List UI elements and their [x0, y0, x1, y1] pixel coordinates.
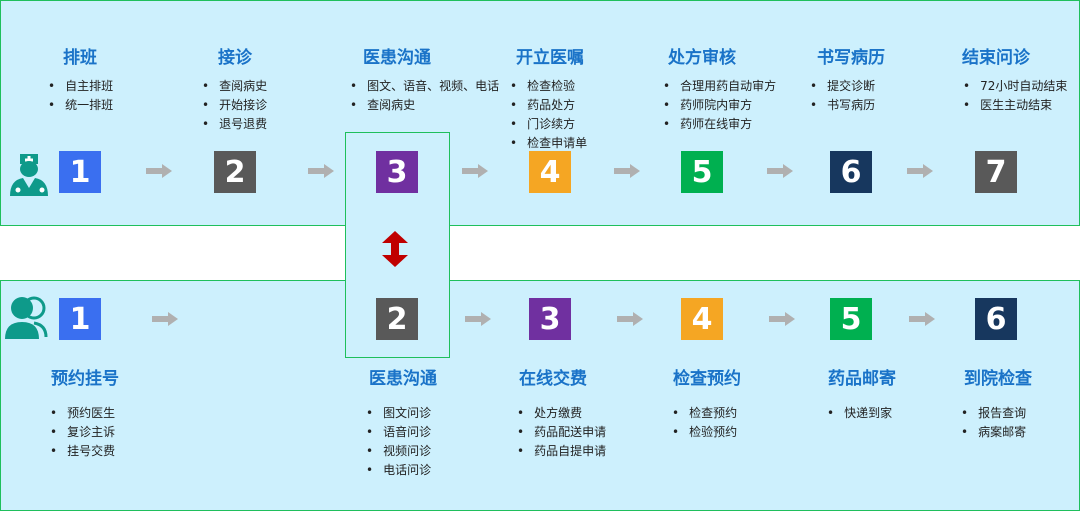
- flow-arrow-icon: [617, 312, 643, 326]
- patient-step-title: 医患沟通: [369, 369, 437, 389]
- flow-arrow-icon: [769, 312, 795, 326]
- list-item: 统一排班: [50, 96, 113, 115]
- doctor-step-title: 处方审核: [668, 48, 736, 68]
- list-item: 图文问诊: [368, 404, 431, 423]
- list-item: 图文、语音、视频、电话: [352, 77, 499, 96]
- flow-arrow-icon: [614, 164, 640, 178]
- patient-step-items: 图文问诊语音问诊视频问诊电话问诊: [368, 404, 431, 480]
- list-item: 电话问诊: [368, 461, 431, 480]
- list-item: 自主排班: [50, 77, 113, 96]
- doctor-step-number: 6: [830, 151, 872, 193]
- list-item: 提交诊断: [812, 77, 875, 96]
- patient-step-number: 6: [975, 298, 1017, 340]
- list-item: 药品自提申请: [519, 442, 606, 461]
- list-item: 挂号交费: [52, 442, 115, 461]
- patient-step-number: 5: [830, 298, 872, 340]
- list-item: 查阅病史: [204, 77, 267, 96]
- doctor-step-title: 医患沟通: [363, 48, 431, 68]
- list-item: 药师在线审方: [665, 115, 776, 134]
- patient-step-items: 检查预约检验预约: [674, 404, 737, 442]
- list-item: 视频问诊: [368, 442, 431, 461]
- list-item: 书写病历: [812, 96, 875, 115]
- list-item: 预约医生: [52, 404, 115, 423]
- doctor-step-number: 7: [975, 151, 1017, 193]
- list-item: 合理用药自动审方: [665, 77, 776, 96]
- list-item: 处方缴费: [519, 404, 606, 423]
- flow-arrow-icon: [907, 164, 933, 178]
- patient-step-title: 在线交费: [519, 369, 587, 389]
- list-item: 病案邮寄: [963, 423, 1026, 442]
- flow-arrow-icon: [462, 164, 488, 178]
- list-item: 72小时自动结束: [965, 77, 1067, 96]
- flow-arrow-icon: [152, 312, 178, 326]
- list-item: 门诊续方: [512, 115, 587, 134]
- list-item: 复诊主诉: [52, 423, 115, 442]
- patient-step-number: 4: [681, 298, 723, 340]
- list-item: 检查预约: [674, 404, 737, 423]
- doctor-step-items: 72小时自动结束医生主动结束: [965, 77, 1067, 115]
- list-item: 医生主动结束: [965, 96, 1067, 115]
- doctor-step-number: 5: [681, 151, 723, 193]
- list-item: 检验预约: [674, 423, 737, 442]
- patient-step-title: 预约挂号: [51, 369, 119, 389]
- patient-step-number: 3: [529, 298, 571, 340]
- list-item: 语音问诊: [368, 423, 431, 442]
- list-item: 报告查询: [963, 404, 1026, 423]
- doctor-step-title: 排班: [63, 48, 97, 68]
- flow-arrow-icon: [308, 164, 334, 178]
- doctor-icon: [10, 154, 48, 196]
- doctor-step-items: 查阅病史开始接诊退号退费: [204, 77, 267, 134]
- doctor-step-items: 提交诊断书写病历: [812, 77, 875, 115]
- patient-step-items: 预约医生复诊主诉挂号交费: [52, 404, 115, 461]
- flow-arrow-icon: [146, 164, 172, 178]
- list-item: 查阅病史: [352, 96, 499, 115]
- patient-step-title: 到院检查: [964, 369, 1032, 389]
- list-item: 检查申请单: [512, 134, 587, 153]
- doctor-step-number: 2: [214, 151, 256, 193]
- list-item: 开始接诊: [204, 96, 267, 115]
- list-item: 药师院内审方: [665, 96, 776, 115]
- doctor-step-items: 图文、语音、视频、电话查阅病史: [352, 77, 499, 115]
- list-item: 药品配送申请: [519, 423, 606, 442]
- list-item: 快递到家: [829, 404, 892, 423]
- doctor-step-items: 合理用药自动审方药师院内审方药师在线审方: [665, 77, 776, 134]
- doctor-step-title: 结束问诊: [962, 48, 1030, 68]
- patient-step-number: 1: [59, 298, 101, 340]
- doctor-step-title: 书写病历: [817, 48, 885, 68]
- doctor-step-number: 4: [529, 151, 571, 193]
- flow-arrow-icon: [767, 164, 793, 178]
- doctor-step-number: 1: [59, 151, 101, 193]
- double-arrow-icon: [382, 231, 408, 267]
- patient-step-items: 报告查询病案邮寄: [963, 404, 1026, 442]
- doctor-step-title: 接诊: [218, 48, 252, 68]
- list-item: 药品处方: [512, 96, 587, 115]
- doctor-step-title: 开立医嘱: [516, 48, 584, 68]
- flow-arrow-icon: [465, 312, 491, 326]
- patient-icon: [5, 296, 48, 339]
- doctor-step-number: 3: [376, 151, 418, 193]
- doctor-step-items: 自主排班统一排班: [50, 77, 113, 115]
- patient-step-number: 2: [376, 298, 418, 340]
- patient-step-title: 检查预约: [673, 369, 741, 389]
- list-item: 检查检验: [512, 77, 587, 96]
- patient-step-title: 药品邮寄: [828, 369, 896, 389]
- doctor-step-items: 检查检验药品处方门诊续方检查申请单: [512, 77, 587, 153]
- patient-step-items: 处方缴费药品配送申请药品自提申请: [519, 404, 606, 461]
- patient-step-items: 快递到家: [829, 404, 892, 423]
- flow-arrow-icon: [909, 312, 935, 326]
- list-item: 退号退费: [204, 115, 267, 134]
